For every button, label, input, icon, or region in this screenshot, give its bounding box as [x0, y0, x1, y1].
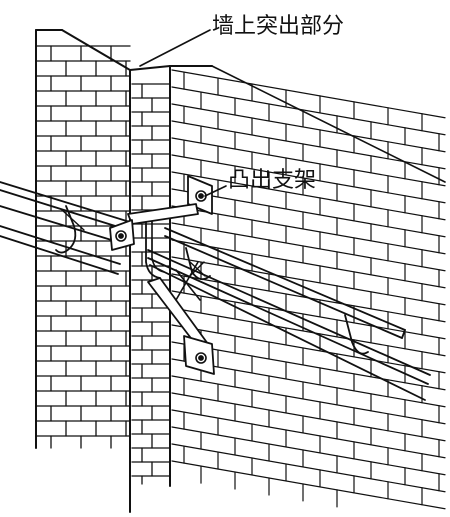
leader-lines [139, 29, 227, 197]
left-wall-face [35, 29, 131, 513]
right-wall-face [169, 65, 446, 510]
right-gutter [147, 227, 431, 401]
wall-protrusion-front [129, 65, 171, 487]
label-wall-protrusion: 墙上突出部分 [212, 14, 345, 39]
protruding-bracket [109, 175, 215, 375]
label-protruding-bracket: 凸出支架 [228, 168, 317, 193]
left-gutter [0, 181, 131, 275]
